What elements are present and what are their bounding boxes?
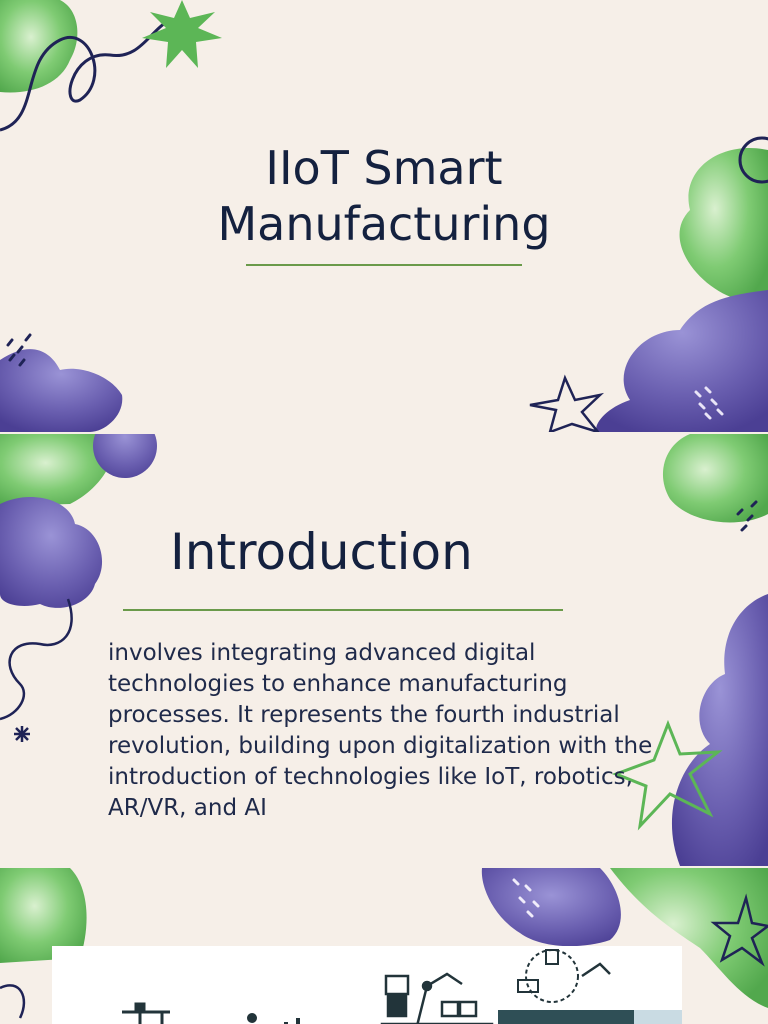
connected-factory-icon	[498, 949, 682, 1024]
page-title: IIoT Smart Manufacturing	[0, 140, 768, 252]
squiggle-line	[0, 984, 26, 1019]
green-blob	[0, 434, 114, 506]
section-divider	[123, 609, 563, 611]
squiggle-line	[0, 18, 171, 132]
title-divider	[246, 264, 522, 266]
outline-star-icon	[529, 374, 605, 432]
ring-icon	[738, 136, 768, 184]
slide-title: IIoT Smart Manufacturing	[0, 0, 768, 432]
dash-marks	[6, 333, 32, 367]
intro-paragraph: involves integrating advanced digital te…	[108, 640, 653, 821]
title-line-2: Manufacturing	[217, 197, 551, 251]
outline-star-icon	[710, 893, 768, 967]
green-blob	[0, 868, 87, 963]
purple-blob	[671, 594, 768, 866]
crane-icon	[122, 1002, 170, 1024]
outline-star-icon	[611, 719, 723, 831]
iiot-illustration	[122, 949, 682, 1024]
purple-blob	[93, 434, 157, 478]
purple-blob	[596, 290, 768, 432]
squiggle-line	[0, 598, 73, 721]
dash-marks	[694, 386, 724, 420]
factory-workers-icon	[247, 1013, 300, 1024]
purple-blob	[481, 868, 621, 947]
green-blob	[0, 0, 78, 93]
slide-decorations	[0, 0, 768, 432]
illustration-panel	[52, 946, 682, 1024]
green-blob	[679, 148, 768, 300]
slide-introduction: Introduction involves integrating advanc…	[0, 434, 768, 866]
green-blob	[610, 868, 768, 1008]
robot-arm-assembly-icon	[380, 972, 494, 1024]
green-blob	[662, 434, 768, 523]
star-icon	[142, 0, 222, 68]
dash-marks	[736, 500, 758, 532]
purple-blob	[0, 349, 123, 432]
title-line-1: IIoT Smart	[265, 141, 503, 195]
slide-decorations	[0, 868, 768, 1019]
asterisk-icon	[14, 726, 30, 742]
dash-marks	[512, 878, 540, 918]
purple-blob	[0, 496, 103, 608]
section-title: Introduction	[170, 523, 473, 581]
slide-decorations	[0, 434, 768, 866]
slide-image	[0, 868, 768, 1024]
